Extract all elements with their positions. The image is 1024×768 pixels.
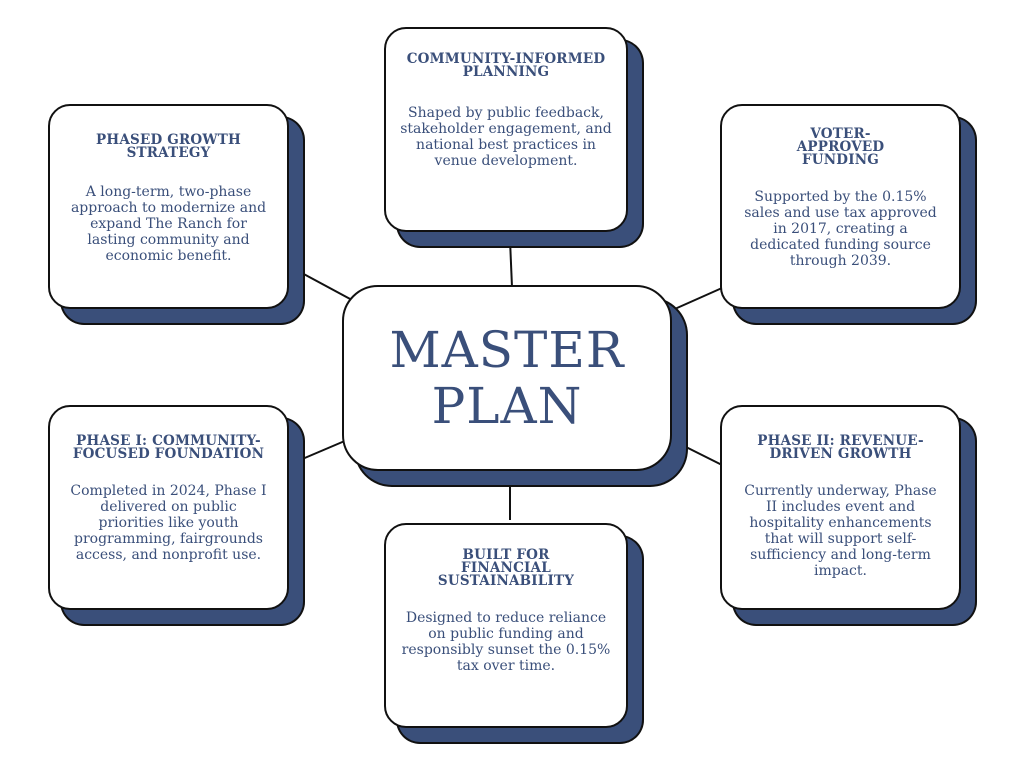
card-title: COMMUNITY-INFORMED PLANNING [406, 51, 606, 80]
card-body: Supported by the 0.15% sales and use tax… [744, 189, 937, 269]
card-phased-growth-strategy: PHASED GROWTH STRATEGY A long-term, two-… [48, 104, 289, 309]
card-body: Completed in 2024, Phase I delivered on … [70, 483, 267, 563]
master-plan-node: MASTER PLAN [342, 285, 672, 471]
connector-bottom-right [671, 439, 723, 466]
connector-bottom-left [299, 439, 348, 461]
card-voter-approved-funding: VOTER-APPROVED FUNDING Supported by the … [720, 104, 961, 309]
card-title: VOTER-APPROVED FUNDING [796, 126, 885, 168]
card-community-informed-planning: COMMUNITY-INFORMED PLANNING Shaped by pu… [384, 27, 628, 232]
card-body: A long-term, two-phase approach to moder… [70, 184, 267, 264]
connector-top-left [299, 271, 353, 301]
card-title: PHASE I: COMMUNITY-FOCUSED FOUNDATION [72, 433, 265, 462]
card-built-for-financial-sustainability: BUILT FOR FINANCIAL SUSTAINABILITY Desig… [384, 523, 628, 728]
connector-top-right [667, 287, 723, 313]
card-body: Designed to reduce reliance on public fu… [401, 610, 611, 674]
master-plan-line-2: PLAN [431, 377, 583, 435]
card-body: Shaped by public feedback, stakeholder e… [400, 105, 612, 169]
card-title: PHASE II: REVENUE-DRIVEN GROWTH [757, 433, 924, 462]
card-title: BUILT FOR FINANCIAL SUSTAINABILITY [437, 547, 575, 589]
card-phase-one-foundation: PHASE I: COMMUNITY-FOCUSED FOUNDATION Co… [48, 405, 289, 610]
card-body: Currently underway, Phase II includes ev… [744, 483, 937, 579]
card-phase-two-growth: PHASE II: REVENUE-DRIVEN GROWTH Currentl… [720, 405, 961, 610]
connector-top [509, 239, 513, 288]
card-title: PHASED GROWTH STRATEGY [96, 132, 241, 161]
master-plan-line-1: MASTER [389, 321, 625, 379]
